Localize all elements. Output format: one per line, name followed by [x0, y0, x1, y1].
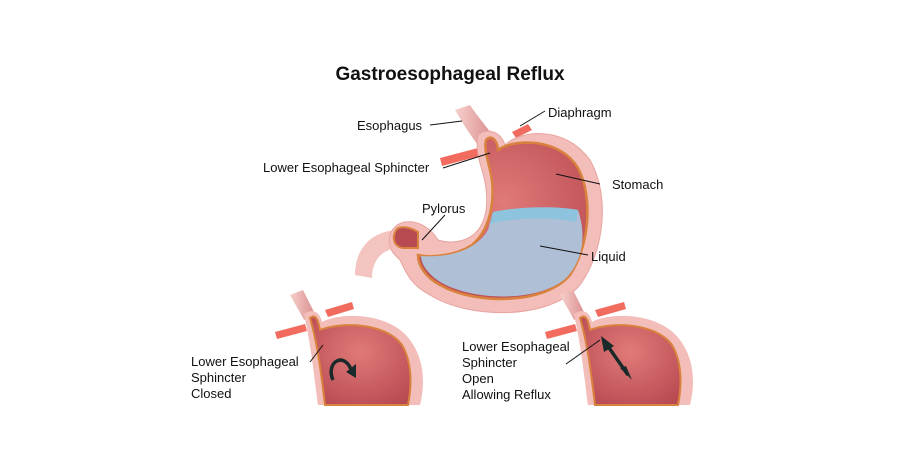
label-open-inset: Lower Esophageal Sphincter Open Allowing…	[462, 339, 570, 402]
label-esophagus: Esophagus	[357, 118, 423, 133]
inset-closed-illustration	[275, 290, 423, 406]
inset-open-illustration	[545, 290, 693, 406]
label-closed-inset: Lower Esophageal Sphincter Closed	[191, 354, 299, 401]
label-stomach: Stomach	[612, 177, 664, 192]
main-stomach	[355, 105, 603, 314]
curved-arrow-icon	[329, 358, 354, 381]
label-lower-esophageal-sphincter: Lower Esophageal Sphincter	[263, 160, 430, 175]
diagram-title: Gastroesophageal Reflux	[335, 64, 565, 85]
diaphragm-band	[512, 124, 532, 138]
label-pylorus: Pylorus	[422, 201, 466, 216]
leader-lines	[421, 110, 601, 256]
label-liquid: Liquid	[591, 249, 626, 264]
label-diaphragm: Diaphragm	[548, 105, 612, 120]
